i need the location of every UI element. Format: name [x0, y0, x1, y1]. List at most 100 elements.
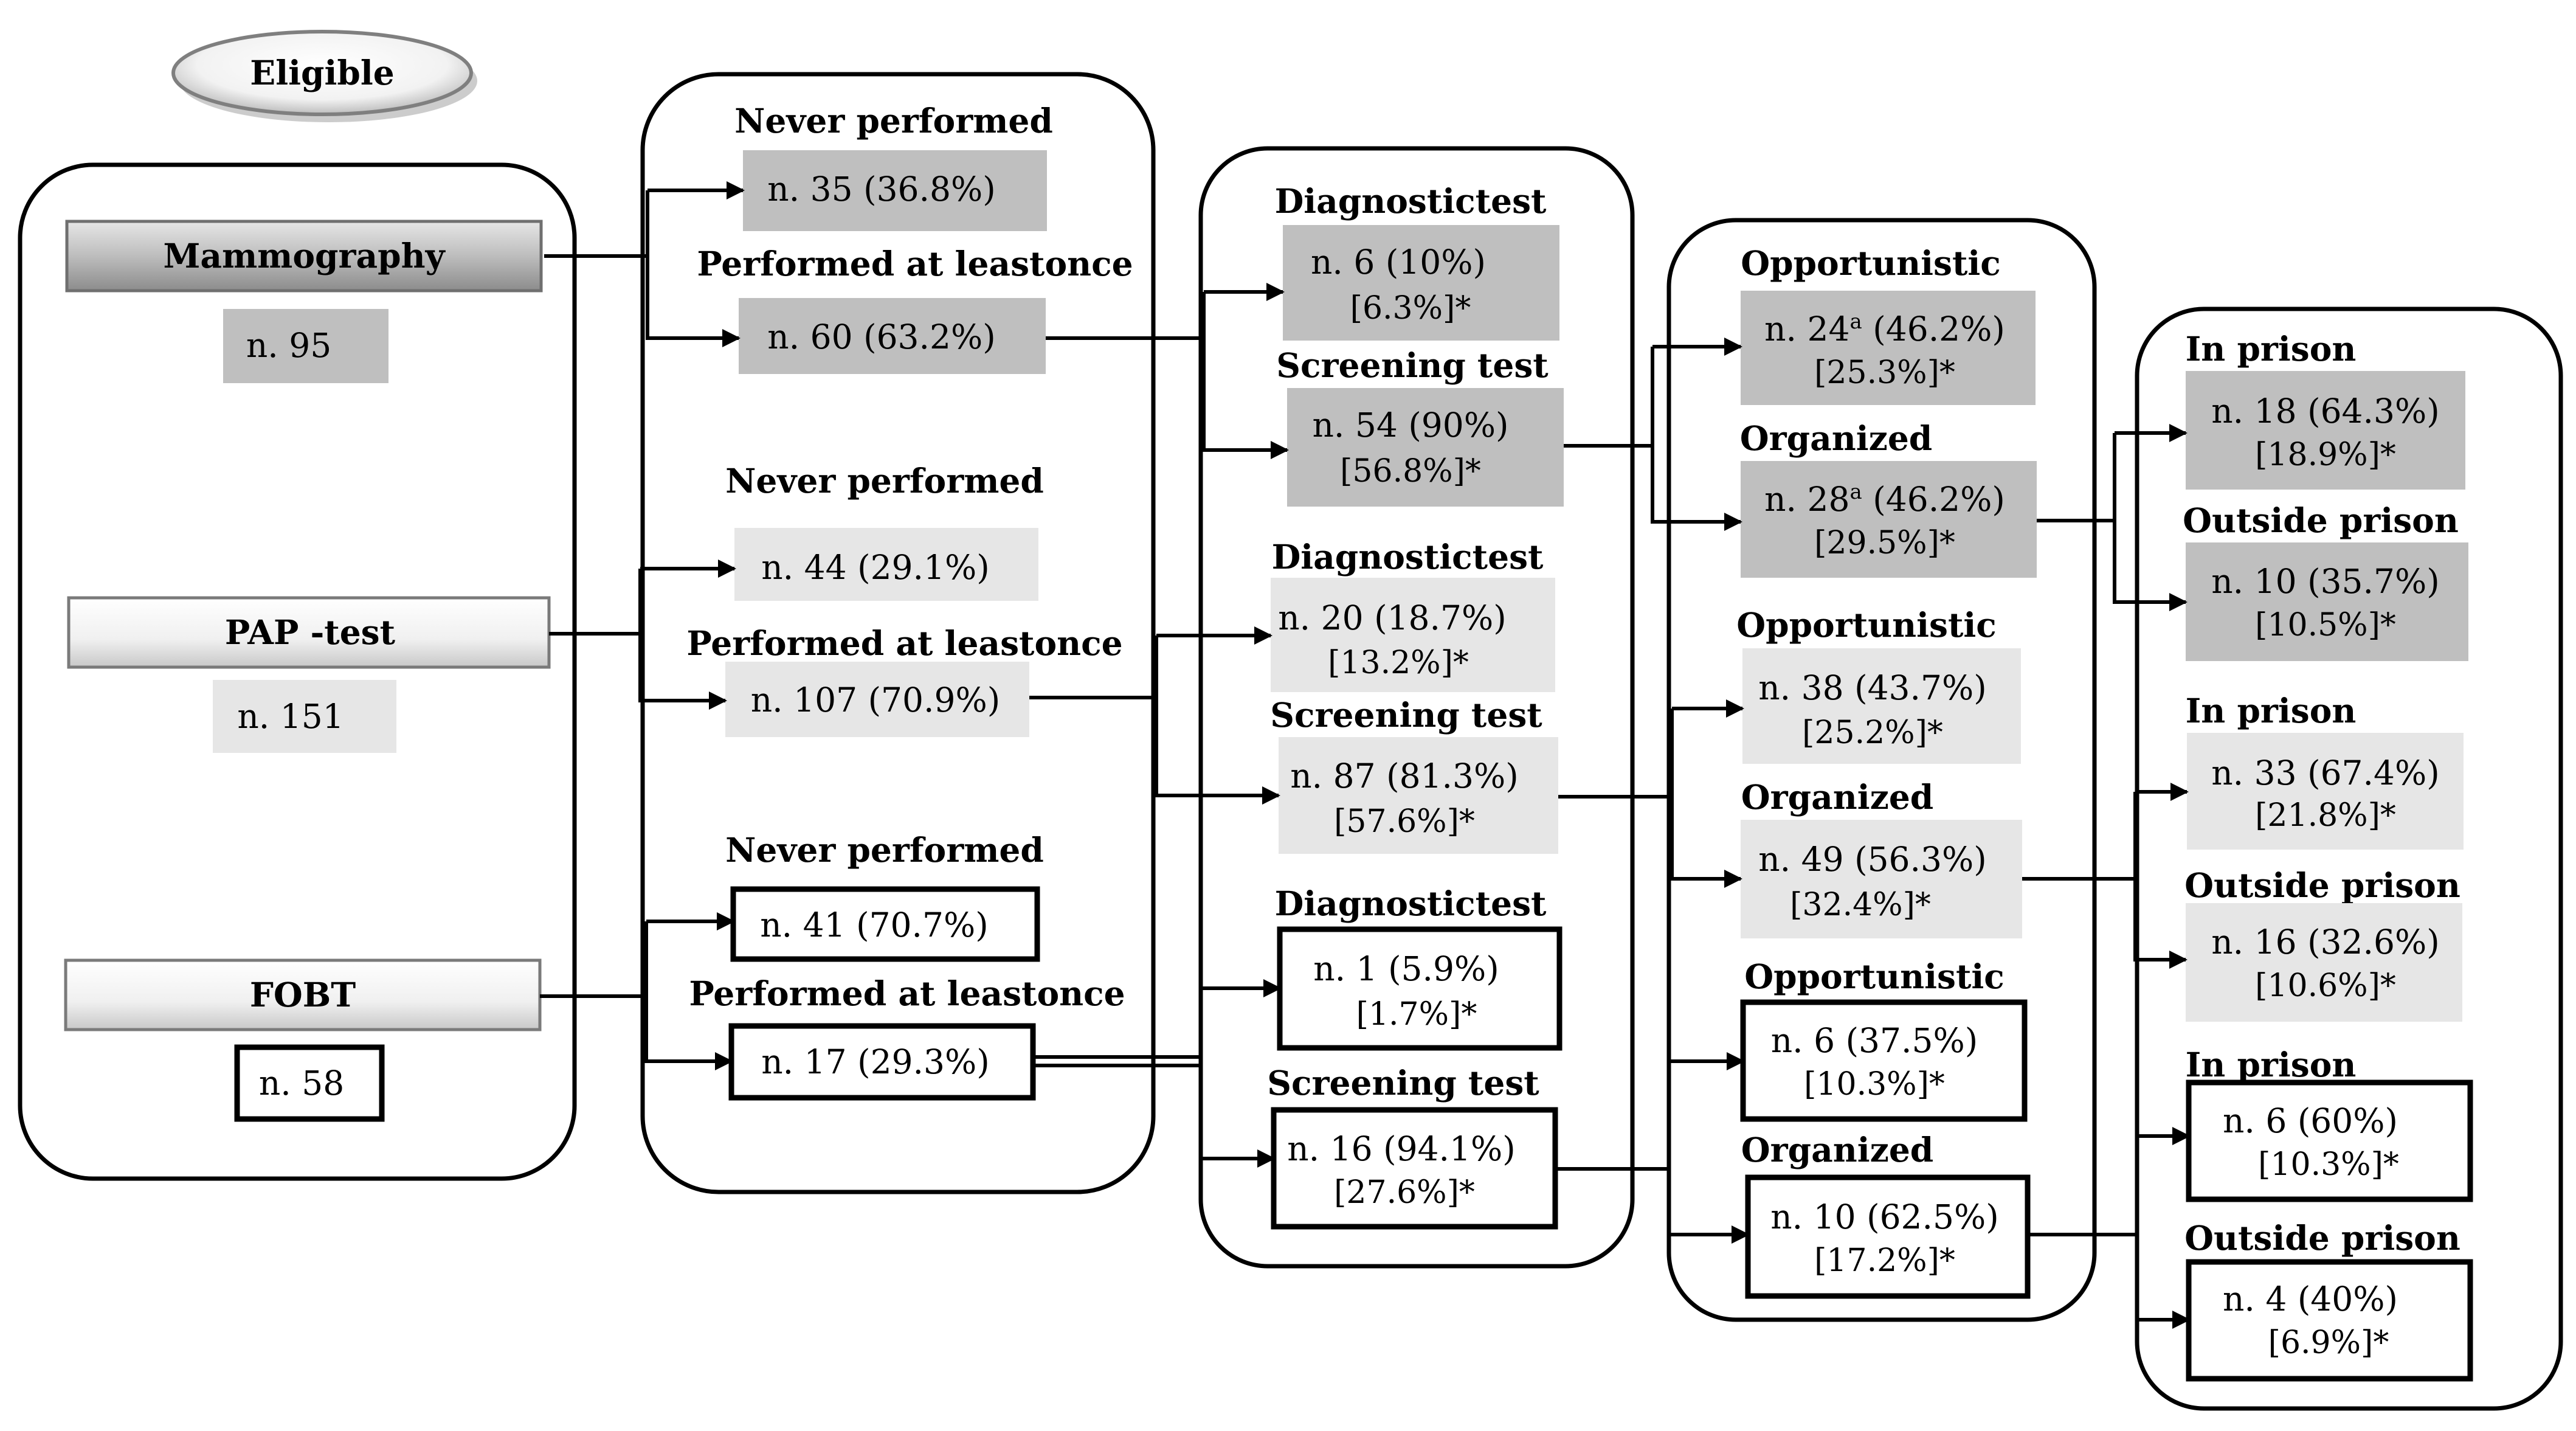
- connector-pap-screening: [1155, 698, 1280, 805]
- history-column: [640, 72, 1156, 1194]
- fobt-organized-pct: [17.2%]*: [1814, 1242, 1955, 1279]
- pap-outside-prison-pct: [10.6%]*: [2255, 968, 2396, 1004]
- fobt-opportunistic-heading: Opportunistic: [1744, 957, 2005, 996]
- connector-mammo-scr-out: [1564, 347, 1654, 448]
- mammo-opportunistic-box: [1741, 291, 2036, 405]
- connector-mammo-performed: [646, 256, 741, 347]
- mammo-outside-prison-value: n. 10 (35.7%): [2211, 562, 2440, 601]
- pap-count-box: [213, 680, 396, 753]
- eligible-label: Eligible: [250, 53, 394, 92]
- pap-performed-box: [725, 662, 1029, 737]
- pap-diagnostic-box: [1271, 578, 1555, 692]
- pap-organized-pct: [32.4%]*: [1790, 887, 1931, 923]
- pap-never-heading: Never performed: [725, 461, 1044, 501]
- mammo-organized-pct: [29.5%]*: [1814, 525, 1955, 561]
- connector-fobt-org-out: [2028, 1136, 2139, 1236]
- connector-mammo-org-out: [2037, 433, 2116, 522]
- pap-performed-value: n. 107 (70.9%): [751, 681, 1001, 719]
- fobt-diagnostic-value: n. 1 (5.9%): [1313, 949, 1499, 988]
- fobt-diagnostic-pct: [1.7%]*: [1356, 996, 1477, 1033]
- pap-screening-box: [1279, 737, 1558, 854]
- fobt-diagnostic-heading: Diagnostictest: [1275, 884, 1547, 923]
- connector-fobt-outside-prison: [2135, 1235, 2191, 1329]
- fobt-count: n. 58: [259, 1064, 344, 1103]
- mammo-performed-box: [739, 298, 1046, 374]
- pap-opportunistic-heading: Opportunistic: [1736, 605, 1997, 645]
- fobt-in-prison-pct: [10.3%]*: [2258, 1146, 2399, 1183]
- fobt-screening-pct: [27.6%]*: [1334, 1174, 1475, 1211]
- mammo-diagnostic-pct: [6.3%]*: [1350, 290, 1471, 327]
- fobt-in-prison-value: n. 6 (60%): [2223, 1101, 2398, 1140]
- connector-mammo-outside-prison: [2113, 521, 2188, 611]
- mammo-performed-value: n. 60 (63.2%): [767, 317, 996, 356]
- fobt-never-box: [730, 886, 1040, 962]
- mammography-button: [65, 220, 543, 293]
- fobt-never-heading: Never performed: [725, 830, 1044, 870]
- fobt-performed-box: [728, 1023, 1036, 1101]
- connector-pap-organized: [1670, 797, 1742, 888]
- pap-outside-prison-box: [2186, 903, 2462, 1022]
- setting-column: [1666, 218, 2097, 1322]
- pap-performed-heading: Performed at leastonce: [686, 623, 1122, 663]
- pap-opportunistic-value: n. 38 (43.7%): [1758, 668, 1987, 707]
- mammo-never-heading: Never performed: [734, 101, 1053, 140]
- fobt-opportunistic-value: n. 6 (37.5%): [1771, 1021, 1978, 1060]
- fobt-label: FOBT: [250, 975, 356, 1014]
- fobt-outside-prison-value: n. 4 (40%): [2223, 1280, 2398, 1318]
- pap-in-prison-box: [2187, 733, 2464, 850]
- pap-outside-prison-value: n. 16 (32.6%): [2211, 923, 2440, 962]
- fobt-outside-prison-box: [2186, 1259, 2473, 1382]
- mammo-never-box: [743, 150, 1047, 231]
- connectors: [540, 181, 2191, 1329]
- mammo-performed-heading: Performed at leastonce: [697, 244, 1133, 283]
- mammo-screening-heading: Screening test: [1276, 345, 1549, 385]
- mammography-label: Mammography: [163, 236, 446, 275]
- connector-fobt-split: [540, 921, 648, 998]
- fobt-organized-value: n. 10 (62.5%): [1770, 1197, 1999, 1236]
- mammo-opportunistic-heading: Opportunistic: [1741, 243, 2001, 283]
- mammo-opportunistic-value: n. 24a (46.2%): [1764, 310, 2005, 348]
- mammo-opportunistic-value-pre: n. 24: [1764, 310, 1849, 348]
- mammo-in-prison-value: n. 18 (64.3%): [2211, 392, 2440, 431]
- mammo-outside-prison-pct: [10.5%]*: [2255, 607, 2396, 643]
- mammo-organized-heading: Organized: [1740, 418, 1933, 458]
- pap-count: n. 151: [237, 697, 344, 736]
- mammo-in-prison-heading: In prison: [2186, 329, 2357, 369]
- mammography-count: n. 95: [246, 326, 331, 365]
- fobt-outside-prison-pct: [6.9%]*: [2268, 1325, 2389, 1361]
- fobt-screening-value: n. 16 (94.1%): [1287, 1129, 1516, 1168]
- mammo-organized-value-sup: a: [1849, 480, 1862, 504]
- pap-test-button: [67, 596, 551, 669]
- pap-opportunistic-box: [1742, 648, 2021, 764]
- fobt-organized-heading: Organized: [1741, 1130, 1934, 1169]
- pap-organized-heading: Organized: [1741, 777, 1934, 817]
- fobt-never-value: n. 41 (70.7%): [760, 906, 989, 944]
- fobt-diagnostic-box: [1277, 926, 1563, 1051]
- connector-fobt-perf-out: [1033, 1055, 1201, 1067]
- mammo-diagnostic-value: n. 6 (10%): [1311, 243, 1486, 282]
- connector-pap-scr-out: [1558, 709, 1674, 799]
- pap-diagnostic-heading: Diagnostictest: [1272, 537, 1544, 577]
- fobt-in-prison-heading: In prison: [2186, 1045, 2357, 1084]
- mammo-organized-value-pre: n. 28: [1764, 480, 1849, 519]
- pap-screening-pct: [57.6%]*: [1334, 803, 1475, 840]
- mammo-in-prison-pct: [18.9%]*: [2255, 437, 2396, 473]
- eligible-ellipse: [171, 30, 473, 116]
- pap-diagnostic-pct: [13.2%]*: [1328, 645, 1469, 681]
- pap-in-prison-value: n. 33 (67.4%): [2211, 754, 2440, 792]
- connector-pap-performed: [638, 634, 727, 710]
- mammo-opportunistic-pct: [25.3%]*: [1814, 355, 1955, 391]
- mammo-never-value: n. 35 (36.8%): [767, 170, 996, 209]
- fobt-count-box: [234, 1044, 385, 1122]
- mammo-screening-value: n. 54 (90%): [1312, 406, 1508, 445]
- pap-screening-heading: Screening test: [1270, 695, 1542, 735]
- pap-opportunistic-pct: [25.2%]*: [1802, 715, 1943, 751]
- fobt-opportunistic-pct: [10.3%]*: [1804, 1066, 1945, 1103]
- connector-fobt-scr-out: [1555, 1061, 1671, 1171]
- pap-screening-value: n. 87 (81.3%): [1290, 757, 1519, 795]
- mammo-organized-box: [1741, 461, 2037, 578]
- connector-fobt-screening: [1199, 988, 1276, 1168]
- fobt-outside-prison-heading: Outside prison: [2184, 1218, 2460, 1258]
- mammo-screening-box: [1287, 388, 1564, 507]
